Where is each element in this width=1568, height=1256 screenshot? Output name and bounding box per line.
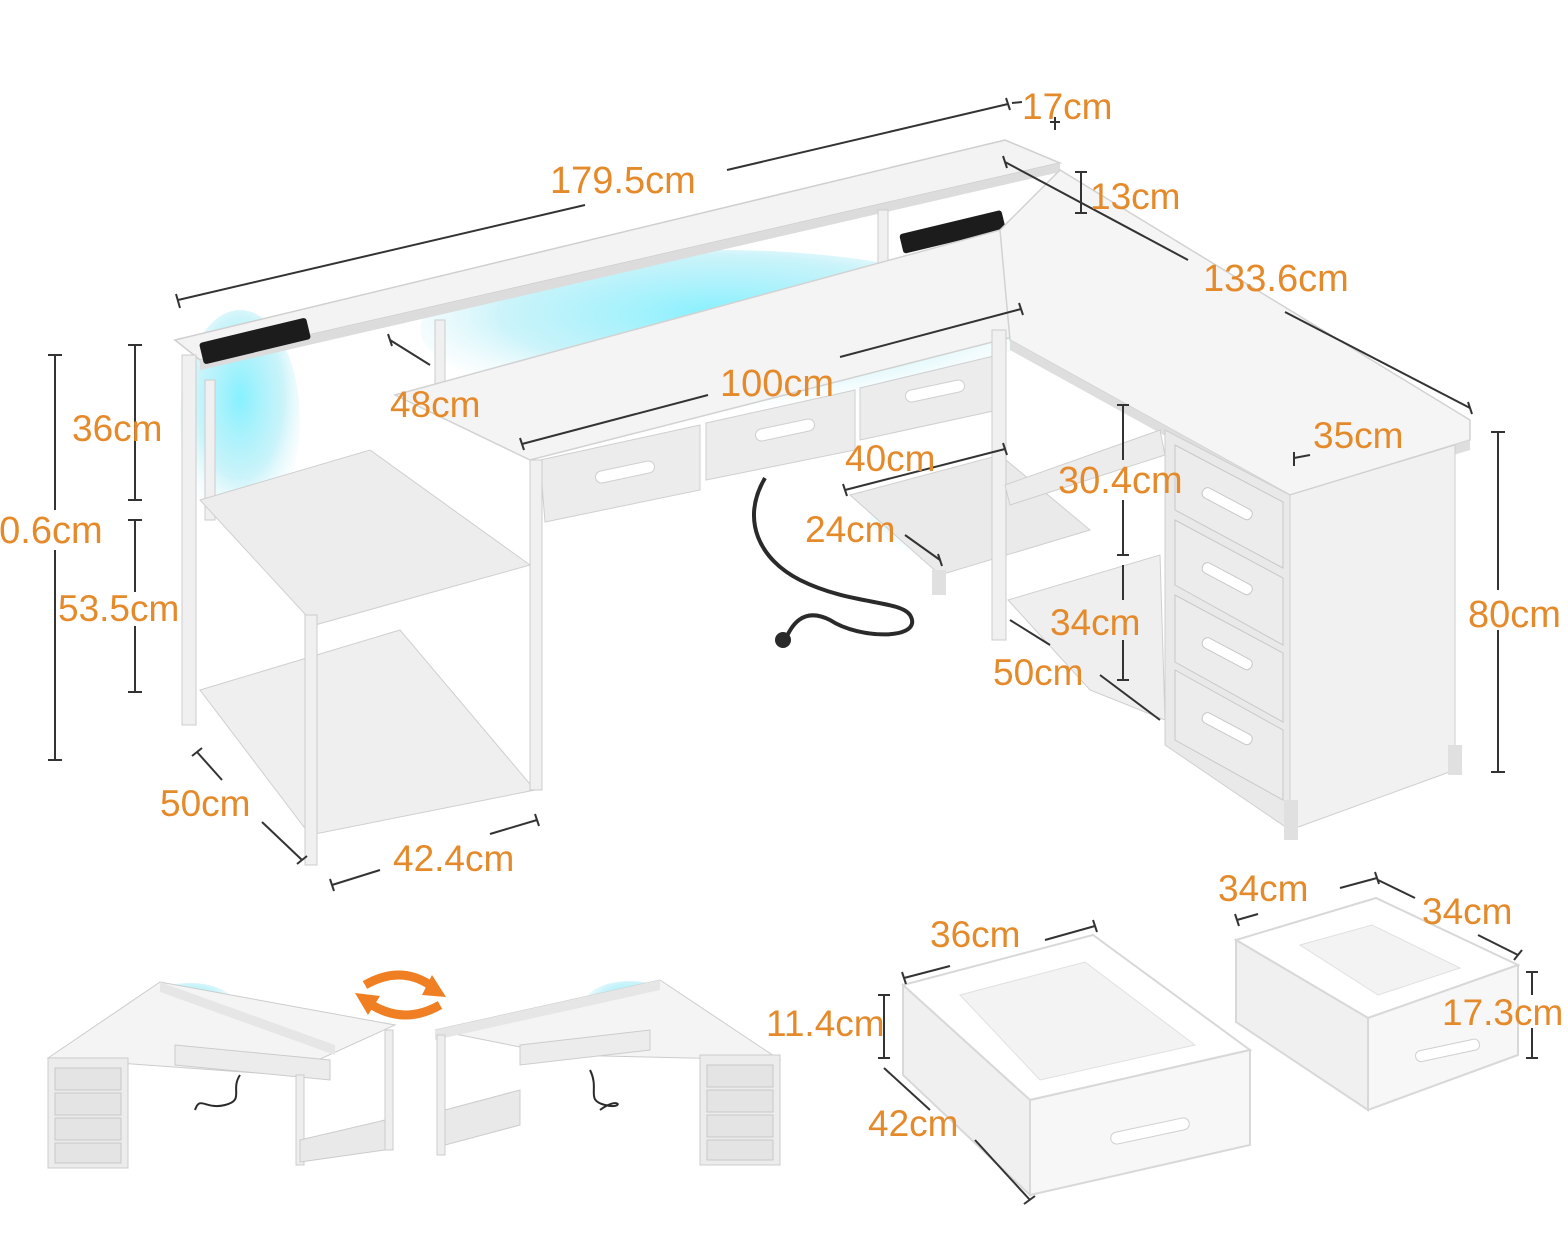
dim-hutch-shelf-depth: 48cm [390, 384, 481, 425]
hutch-support-mid [434, 319, 446, 391]
dim-small-drawer-depth: 34cm [1422, 891, 1513, 932]
dim-cpu-stand-depth: 24cm [805, 509, 896, 550]
dim-center-width: 100cm [720, 363, 835, 405]
dim-small-drawer-height: 17.3cm [1442, 992, 1564, 1033]
small-drawer-illustration [1233, 896, 1521, 1112]
dim-total-height: 90.6cm [0, 510, 103, 552]
dim-large-drawer-depth: 42cm [868, 1103, 959, 1144]
dim-side-width: 42.4cm [393, 838, 515, 879]
cabinet-drawers [1174, 444, 1284, 801]
power-plug-icon [775, 632, 791, 648]
dim-open-shelf-depth: 50cm [993, 652, 1084, 693]
center-left-leg [529, 459, 543, 791]
dim-return-depth: 35cm [1313, 415, 1404, 456]
left-leg-front [181, 354, 197, 726]
dim-lower-shelf-height: 53.5cm [58, 588, 180, 629]
dim-total-length: 179.5cm [550, 160, 696, 202]
drawer-dimension-lines [878, 871, 1538, 1205]
large-drawer-illustration [900, 933, 1253, 1198]
dim-large-drawer-height: 11.4cm [766, 1003, 885, 1044]
dim-large-drawer-width: 36cm [930, 914, 1021, 955]
power-socket-right-icon [899, 210, 1006, 254]
dim-hutch-height: 13cm [1090, 176, 1181, 217]
dimension-lines [48, 97, 1505, 892]
cabinet-foot [1448, 745, 1462, 775]
power-socket-left-icon [199, 318, 311, 364]
cpu-stand-foot [932, 570, 946, 595]
swap-arrows-icon [355, 970, 446, 1020]
drawer-handle-icon [755, 418, 815, 442]
drawer-handle-icon [595, 460, 655, 484]
fabric-cabinet-side [1289, 444, 1456, 831]
cabinet-foot [1284, 800, 1298, 840]
dim-side-shelf-height: 36cm [72, 408, 163, 449]
dim-desk-height: 80cm [1468, 594, 1561, 636]
dim-return-length: 133.6cm [1203, 258, 1349, 300]
hutch-support-left [204, 379, 216, 521]
power-cord [752, 476, 915, 641]
dim-side-depth: 50cm [160, 783, 251, 824]
dim-small-drawer-width: 34cm [1218, 868, 1309, 909]
dim-cpu-stand-width: 40cm [845, 438, 936, 479]
dim-middle-shelf-height: 30.4cm [1058, 460, 1183, 502]
hutch-top-edge [200, 163, 1060, 370]
dim-hutch-depth: 17cm [1022, 86, 1113, 127]
mini-desk-left [46, 981, 397, 1169]
main-desk-illustration [173, 139, 1471, 866]
right-open-leg [991, 329, 1007, 641]
drawer-handle-icon [905, 379, 965, 403]
dim-lower-open-shelf-height: 34cm [1050, 602, 1141, 643]
left-leg-back [304, 614, 318, 866]
mini-desk-right [434, 979, 782, 1166]
